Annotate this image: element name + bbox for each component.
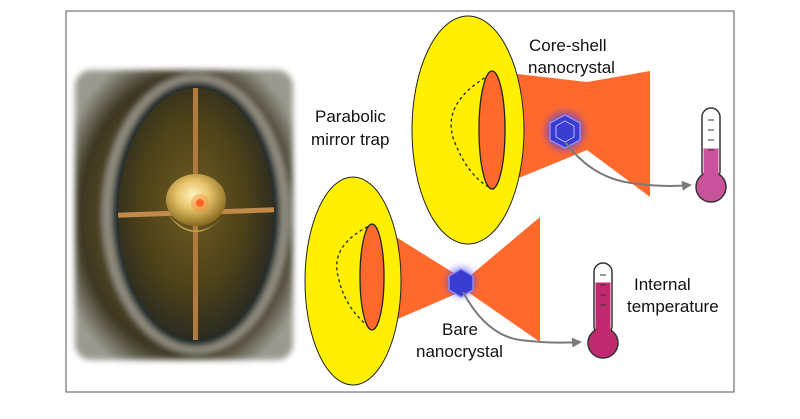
core-shell-label-line2: nanocrystal [528, 58, 615, 77]
parabolic-mirror-icon [304, 176, 402, 386]
bare-label-line2: nanocrystal [416, 342, 503, 361]
arrow-icon [565, 142, 692, 191]
core-shell-label-line1: Core-shell [529, 36, 606, 55]
internal-label-line2: temperature [627, 297, 719, 316]
nanocrystal-icon [448, 268, 474, 298]
parabolic-label-line2: mirror trap [311, 130, 389, 149]
internal-label-line1: Internal [634, 275, 691, 294]
parabolic-mirror-photo [75, 70, 293, 360]
bare-setup [304, 176, 540, 386]
nanocrystal-icon [549, 114, 581, 149]
core-shell-setup [411, 15, 650, 245]
parabolic-label-line1: Parabolic [315, 107, 386, 126]
parabolic-mirror-icon [411, 15, 525, 245]
thermometer-icon [587, 262, 619, 359]
arrow-icon [462, 291, 582, 348]
thermometer-icon [695, 107, 727, 203]
bare-label-line1: Bare [442, 320, 478, 339]
